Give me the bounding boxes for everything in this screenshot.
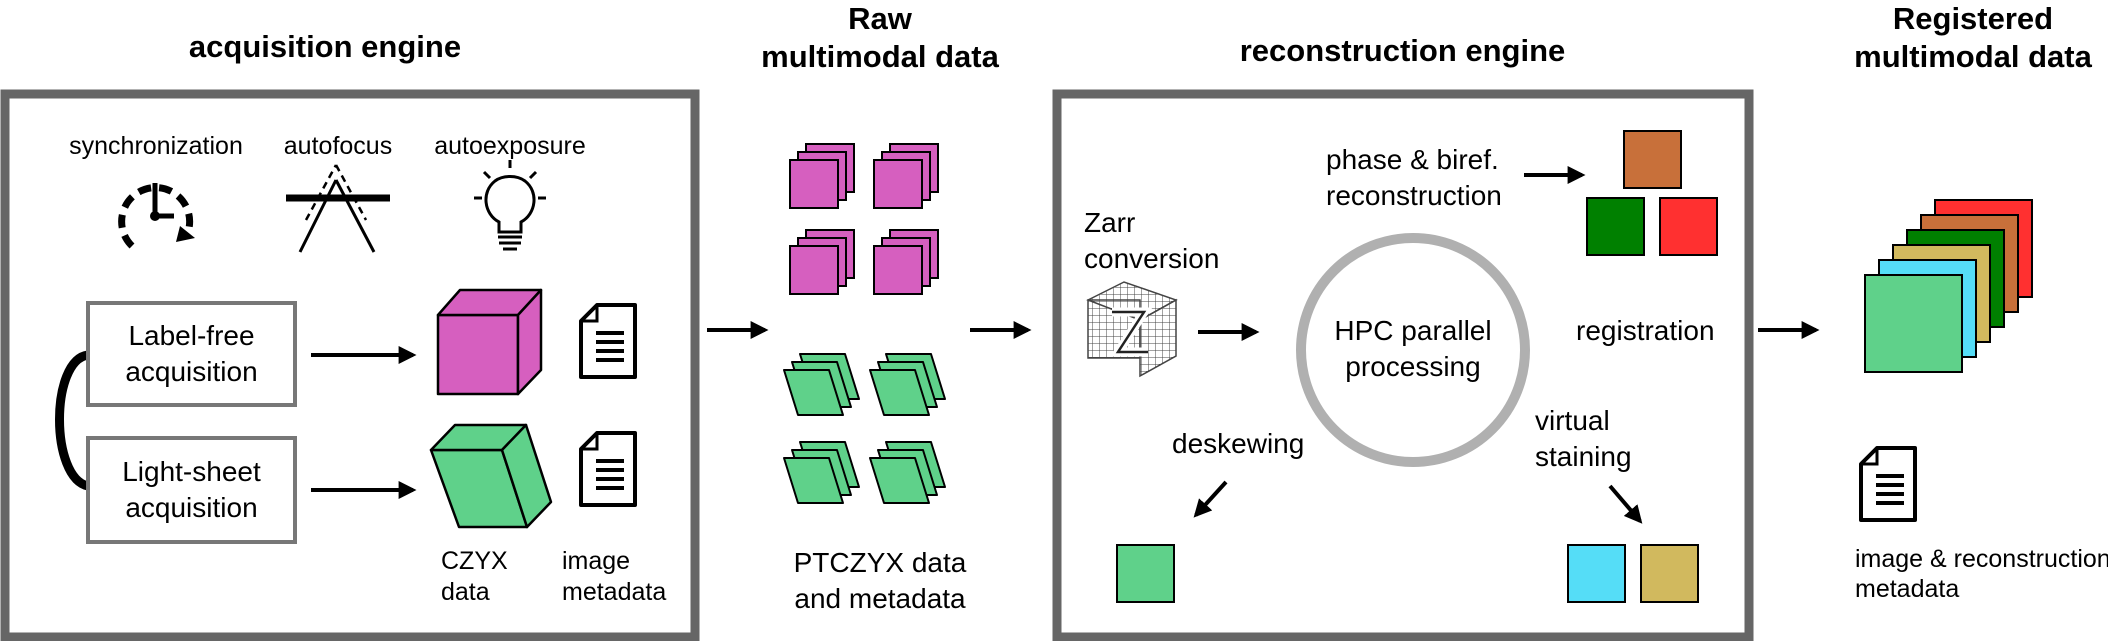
hpc-processing-label: HPC parallel processing — [1313, 313, 1513, 385]
phase-line1: phase & biref. — [1326, 144, 1499, 175]
autofocus-icon — [286, 164, 390, 253]
document-icon — [579, 431, 637, 507]
raw-magenta-slice — [873, 245, 923, 295]
raw-green-slice — [869, 457, 930, 504]
clock-icon — [118, 183, 195, 249]
tile-dark-green — [1586, 197, 1645, 256]
hpc-line2: processing — [1345, 351, 1481, 382]
hpc-line1: HPC parallel — [1334, 315, 1492, 346]
reconstruction-engine-frame — [1052, 89, 1754, 641]
image-metadata-line2: metadata — [562, 578, 667, 606]
light-sheet-line2: acquisition — [125, 492, 258, 523]
registered-title-line1: Registered — [1892, 1, 2054, 36]
autofocus-label: autofocus — [283, 132, 393, 160]
virtual-line2: staining — [1535, 441, 1632, 472]
registered-meta-line2: metadata — [1855, 575, 1960, 603]
image-metadata-label: image metadata — [562, 546, 666, 608]
zarr-conversion-label: Zarr conversion — [1084, 205, 1219, 277]
raw-green-slice — [869, 369, 930, 416]
image-metadata-line1: image — [562, 547, 631, 575]
tile-deskewed-green — [1116, 544, 1175, 603]
synchronization-label: synchronization — [69, 132, 243, 160]
virtual-staining-label: virtual staining — [1535, 403, 1632, 475]
hpc-processing-ring — [1296, 233, 1530, 467]
light-sheet-line1: Light-sheet — [122, 455, 261, 487]
registered-channel-layer — [1864, 274, 1963, 373]
label-free-acquisition-box: Label-free acquisition — [86, 301, 297, 407]
raw-title-line2: multimodal data — [761, 39, 999, 74]
document-icon — [1859, 446, 1917, 522]
raw-title-line1: Raw — [848, 1, 912, 36]
raw-green-slice — [783, 369, 844, 416]
acquisition-engine-title: acquisition engine — [188, 29, 462, 64]
acquisition-engine-frame — [0, 89, 700, 641]
raw-multimodal-title: Raw multimodal data — [735, 0, 1025, 76]
raw-data-stacks — [783, 143, 946, 504]
label-free-line1: Label-free — [128, 319, 255, 351]
document-icon — [579, 303, 637, 379]
virtual-line1: virtual — [1535, 405, 1610, 436]
ptczyx-caption: PTCZYX data and metadata — [740, 545, 1020, 617]
registered-meta-line1: image & reconstruction — [1855, 545, 2108, 573]
raw-magenta-slice — [789, 245, 839, 295]
raw-magenta-slice — [789, 159, 839, 209]
zarr-line2: conversion — [1084, 243, 1220, 274]
registered-multimodal-title: Registered multimodal data — [1838, 0, 2108, 76]
registered-metadata-label: image & reconstruction metadata — [1855, 544, 2108, 604]
ptczyx-line2: and metadata — [794, 583, 966, 614]
phase-line2: reconstruction — [1326, 180, 1502, 211]
tile-orange — [1623, 130, 1682, 189]
light-sheet-acquisition-box: Light-sheet acquisition — [86, 436, 297, 544]
registered-data-stack — [1864, 199, 2033, 373]
raw-magenta-slice — [873, 159, 923, 209]
zarr-icon — [1086, 281, 1178, 378]
label-free-line2: acquisition — [125, 356, 258, 387]
raw-green-slice — [783, 457, 844, 504]
deskewing-label: deskewing — [1172, 428, 1305, 459]
oblique-cube-icon — [429, 423, 553, 529]
zarr-line1: Zarr — [1084, 207, 1136, 238]
czyx-line1: CZYX — [441, 547, 508, 575]
czyx-data-label: CZYX data — [441, 546, 508, 608]
tile-cyan — [1567, 544, 1626, 603]
lightbulb-icon — [474, 160, 546, 251]
registered-title-line2: multimodal data — [1854, 39, 2092, 74]
tile-khaki — [1640, 544, 1699, 603]
acquisition-bracket — [55, 350, 90, 491]
registration-label: registration — [1576, 315, 1715, 346]
cube-icon — [436, 288, 543, 396]
phase-biref-label: phase & biref. reconstruction — [1326, 142, 1502, 214]
arrow-deskew — [1193, 480, 1228, 518]
arrow-virtual-staining — [1608, 484, 1643, 524]
czyx-line2: data — [441, 578, 490, 606]
reconstructed-channel-tiles — [1116, 130, 1718, 603]
reconstruction-engine-title: reconstruction engine — [1239, 33, 1566, 68]
autoexposure-label: autoexposure — [434, 132, 586, 160]
tile-red — [1659, 197, 1718, 256]
ptczyx-line1: PTCZYX data — [793, 547, 967, 578]
